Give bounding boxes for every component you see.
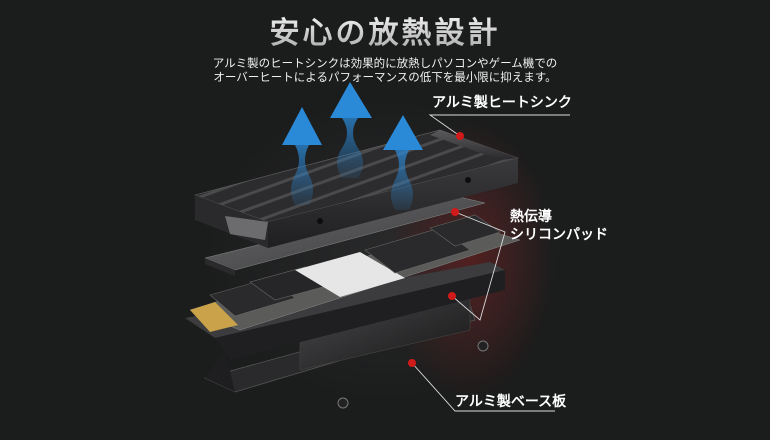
callout-base-plate-label: アルミ製ベース板	[455, 394, 567, 410]
callout-thermal-pad-line-1: 熱伝導	[510, 209, 552, 225]
up-arrow-icon	[330, 82, 372, 178]
up-arrow-icon	[383, 115, 423, 210]
callout-leaders	[411, 114, 570, 412]
up-arrow-icon	[282, 107, 322, 205]
callout-thermal-pad-line-2: シリコンパッド	[510, 227, 608, 243]
page-title: 安心の放熱設計	[0, 8, 770, 52]
callout-dot-base	[408, 359, 416, 367]
callout-dot-pad-upper	[451, 208, 459, 216]
callout-dot-heatsink	[456, 132, 464, 140]
callout-dot-pad-lower	[448, 292, 456, 300]
heat-dissipation-arrows	[282, 82, 423, 210]
description-line-2: オーバーヒートによるパフォーマンスの低下を最小限に抑えます。	[213, 70, 557, 84]
description-line-1: アルミ製のヒートシンクは効果的に放熱しパソコンやゲーム機での	[212, 56, 558, 70]
aluminum-base-plate	[203, 291, 489, 409]
callout-thermal-pad: 熱伝導 シリコンパッド	[510, 208, 608, 244]
callout-heatsink: アルミ製ヒートシンク	[432, 92, 572, 112]
description: アルミ製のヒートシンクは効果的に放熱しパソコンやゲーム機での オーバーヒートによ…	[0, 56, 770, 84]
callout-heatsink-label: アルミ製ヒートシンク	[432, 95, 572, 111]
m2-ssd-board	[189, 214, 521, 332]
callout-base-plate: アルミ製ベース板	[455, 391, 566, 411]
